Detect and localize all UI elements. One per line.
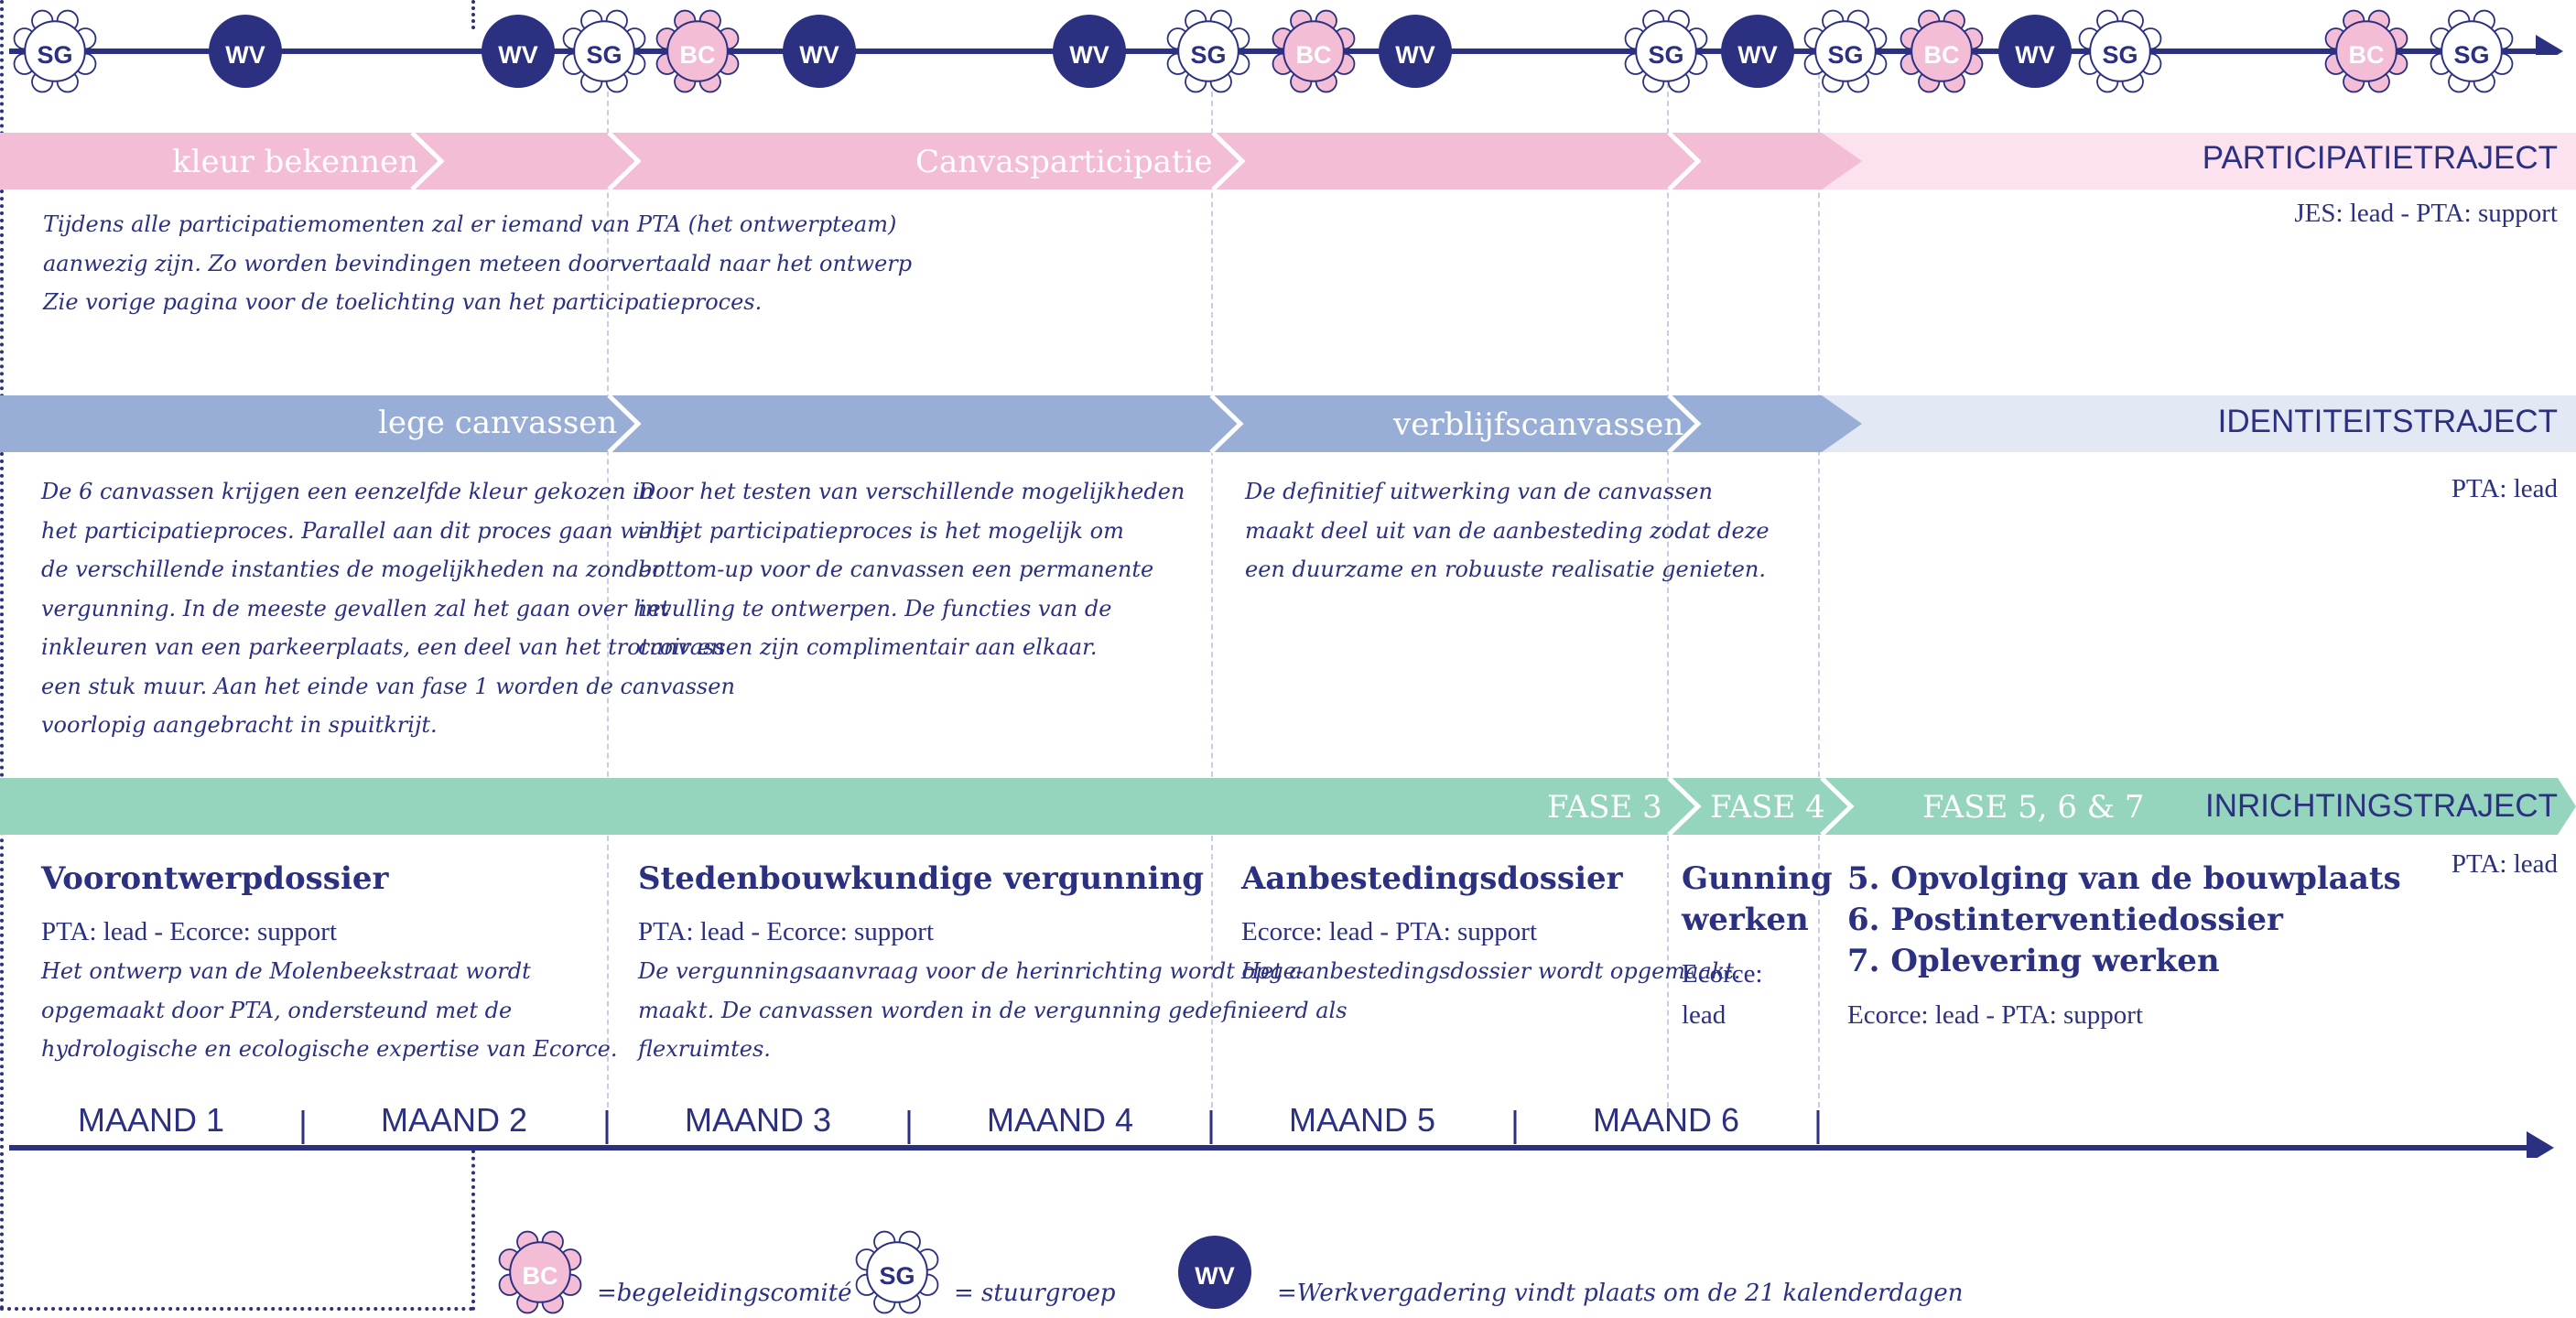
marker-code: SG	[1827, 41, 1863, 69]
identiteit-band	[0, 394, 2576, 454]
inrichting-role: PTA: lead	[2451, 849, 2558, 879]
marker-bc: BC	[655, 9, 740, 93]
marker-wv: WV	[1721, 15, 1794, 88]
marker-code: WV	[1195, 1262, 1235, 1290]
legend-bc-text: =begeleidingscomité	[597, 1280, 852, 1307]
month-4: MAAND 4	[986, 1101, 1134, 1139]
phase-separator	[1211, 55, 1213, 1107]
marker-code: WV	[1737, 41, 1778, 69]
marker-code: SG	[586, 41, 622, 69]
gunning-heading-2: werken	[1682, 902, 1809, 938]
bottom-timeline-arrowhead	[2527, 1131, 2554, 1158]
dotted-frame-bottom	[0, 1307, 473, 1311]
participatie-label-kleur-bekennen: kleur bekennen	[172, 144, 418, 180]
marker-code: WV	[225, 41, 265, 69]
marker-code: BC	[1296, 41, 1332, 69]
fase5-item: 5. Opvolging van de bouwplaats	[1847, 860, 2401, 897]
identiteit-label-lege-canvassen: lege canvassen	[378, 405, 618, 441]
marker-code: BC	[680, 41, 716, 69]
marker-code: WV	[1395, 41, 1435, 69]
identiteit-description-2: Door het testen van verschillende mogeli…	[638, 479, 1185, 660]
inrichting-band	[0, 776, 2576, 837]
participatie-role: JES: lead - PTA: support	[2294, 199, 2558, 228]
identiteit-label-verblijfscanvassen: verblijfscanvassen	[1393, 406, 1684, 443]
dotted-frame-divider-bottom	[471, 1150, 475, 1311]
identiteit-description-3: De definitief uitwerking van de canvasse…	[1245, 479, 1770, 582]
marker-code: BC	[2349, 41, 2385, 69]
legend-sg-text: = stuurgroep	[954, 1280, 1116, 1307]
marker-code: SG	[2453, 41, 2489, 69]
marker-wv: WV	[1379, 15, 1452, 88]
dotted-frame-divider	[471, 0, 475, 29]
participatie-band	[0, 131, 2576, 191]
marker-code: SG	[2102, 41, 2138, 69]
legend-wv-text: =Werkvergadering vindt plaats om de 21 k…	[1277, 1280, 1964, 1307]
month-1: MAAND 1	[77, 1101, 225, 1139]
voorontwerpdossier-role: PTA: lead - Ecorce: support	[41, 917, 338, 946]
fase7-item: 7. Oplevering werken	[1847, 943, 2220, 979]
marker-code: BC	[523, 1262, 558, 1290]
month-5: MAAND 5	[1288, 1101, 1436, 1139]
marker-sg: SG	[2078, 9, 2162, 93]
marker-code: WV	[498, 41, 538, 69]
vergunning-role: PTA: lead - Ecorce: support	[638, 917, 935, 946]
identiteit-role: PTA: lead	[2451, 474, 2558, 503]
marker-code: SG	[1190, 41, 1226, 69]
fase6-item: 6. Postinterventiedossier	[1847, 902, 2283, 938]
aanbestedingsdossier-heading: Aanbestedingsdossier	[1241, 860, 1623, 897]
fase567-role: Ecorce: lead - PTA: support	[1847, 1000, 2144, 1030]
top-timeline-arrowhead	[2536, 35, 2563, 55]
marker-sg: SG	[562, 9, 646, 93]
marker-sg: SG	[1166, 9, 1250, 93]
marker-sg: SG	[1624, 9, 1708, 93]
voorontwerpdossier-heading: Voorontwerpdossier	[41, 860, 389, 897]
inrichting-fase3: FASE 3	[1547, 789, 1662, 826]
marker-bc: BC	[2324, 9, 2408, 93]
phase-separator	[607, 55, 609, 1107]
inrichting-fase4: FASE 4	[1710, 789, 1825, 826]
participatie-title: PARTICIPATIETRAJECT	[2202, 140, 2558, 176]
marker-code: BC	[1924, 41, 1960, 69]
aanbestedingsdossier-role: Ecorce: lead - PTA: support	[1241, 917, 1538, 946]
marker-code: WV	[799, 41, 839, 69]
gunning-role-1: Ecorce:	[1682, 959, 1763, 988]
voorontwerpdossier-description: Het ontwerp van de Molenbeekstraat wordt…	[41, 958, 618, 1062]
marker-sg: SG	[1803, 9, 1888, 93]
marker-bc: BC	[1900, 9, 1984, 93]
vergunning-heading: Stedenbouwkundige vergunning	[638, 860, 1205, 897]
marker-code: SG	[879, 1262, 915, 1290]
marker-sg: SG	[13, 9, 97, 93]
marker-wv: WV	[1998, 15, 2072, 88]
legend-bc-marker: BC	[498, 1230, 582, 1314]
identiteit-title: IDENTITEITSTRAJECT	[2217, 404, 2558, 439]
marker-bc: BC	[1272, 9, 1356, 93]
marker-sg: SG	[2430, 9, 2514, 93]
gunning-role-2: lead	[1682, 1000, 1726, 1030]
inrichting-fase567: FASE 5, 6 & 7	[1922, 789, 2145, 826]
month-6: MAAND 6	[1592, 1101, 1740, 1139]
phase-separator	[1667, 55, 1669, 1107]
marker-code: WV	[1069, 41, 1109, 69]
marker-code: WV	[2015, 41, 2055, 69]
month-3: MAAND 3	[684, 1101, 832, 1139]
identiteit-description-1: De 6 canvassen krijgen een eenzelfde kle…	[41, 479, 735, 738]
month-2: MAAND 2	[380, 1101, 528, 1139]
vergunning-description: De vergunningsaanvraag voor de herinrich…	[638, 958, 1348, 1062]
marker-wv: WV	[482, 15, 555, 88]
legend-sg-marker: SG	[855, 1230, 939, 1314]
participatie-label-canvasparticipatie: Canvasparticipatie	[915, 144, 1213, 180]
phase-separator	[1818, 55, 1820, 1107]
marker-code: SG	[1648, 41, 1683, 69]
participatie-description: Tijdens alle participatiemomenten zal er…	[43, 211, 913, 315]
marker-wv: WV	[1053, 15, 1126, 88]
legend-wv-marker: WV	[1178, 1236, 1251, 1309]
marker-wv: WV	[209, 15, 282, 88]
inrichting-title: INRICHTINGSTRAJECT	[2205, 788, 2558, 824]
marker-wv: WV	[783, 15, 856, 88]
dotted-frame-left	[0, 0, 4, 1311]
bottom-timeline	[9, 1110, 2554, 1158]
marker-code: SG	[37, 41, 72, 69]
aanbestedingsdossier-description: Het aanbestedingsdossier wordt opgemaakt…	[1241, 958, 1741, 984]
gunning-heading-1: Gunning	[1682, 860, 1833, 897]
